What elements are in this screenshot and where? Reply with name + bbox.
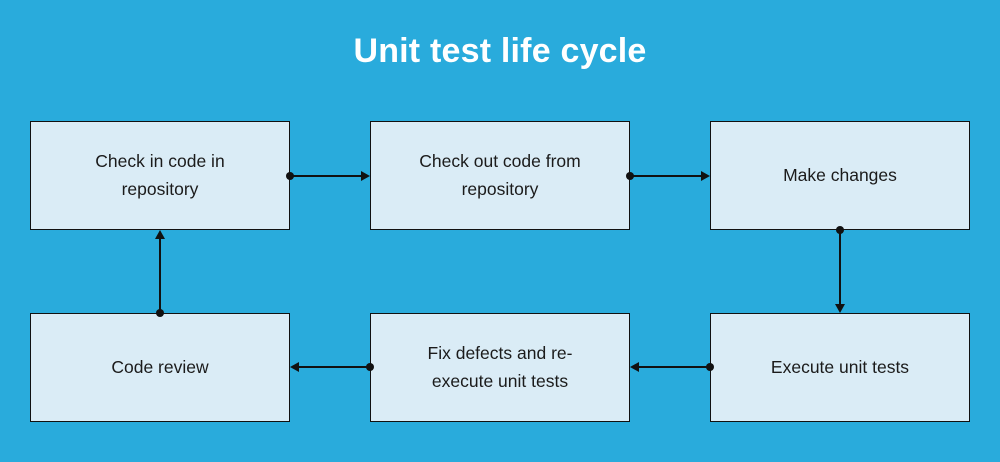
edge-execute-tests-to-fix-defects	[630, 362, 714, 372]
node-make-changes: Make changes	[710, 121, 970, 230]
node-fix-defects: Fix defects and re-execute unit tests	[370, 313, 630, 422]
node-label: Execute unit tests	[770, 356, 910, 377]
node-check-in-code: Check in code in repository	[30, 121, 290, 230]
node-label: Check in code in repository	[95, 151, 225, 199]
edge-check-in-to-check-out	[286, 171, 370, 181]
edge-code-review-to-check-in	[155, 230, 165, 317]
diagram-title: Unit test life cycle	[353, 32, 647, 70]
node-label: Code review	[111, 356, 209, 377]
node-execute-unit-tests: Execute unit tests	[710, 313, 970, 422]
edge-make-changes-to-execute-tests	[835, 226, 845, 313]
node-code-review: Code review	[30, 313, 290, 422]
edge-fix-defects-to-code-review	[290, 362, 374, 372]
node-check-out-code: Check out code from repository	[370, 121, 630, 230]
node-label: Fix defects and re-execute unit tests	[427, 343, 573, 391]
edge-check-out-to-make-changes	[626, 171, 710, 181]
node-label: Make changes	[783, 164, 897, 185]
node-label: Check out code from repository	[419, 151, 581, 199]
